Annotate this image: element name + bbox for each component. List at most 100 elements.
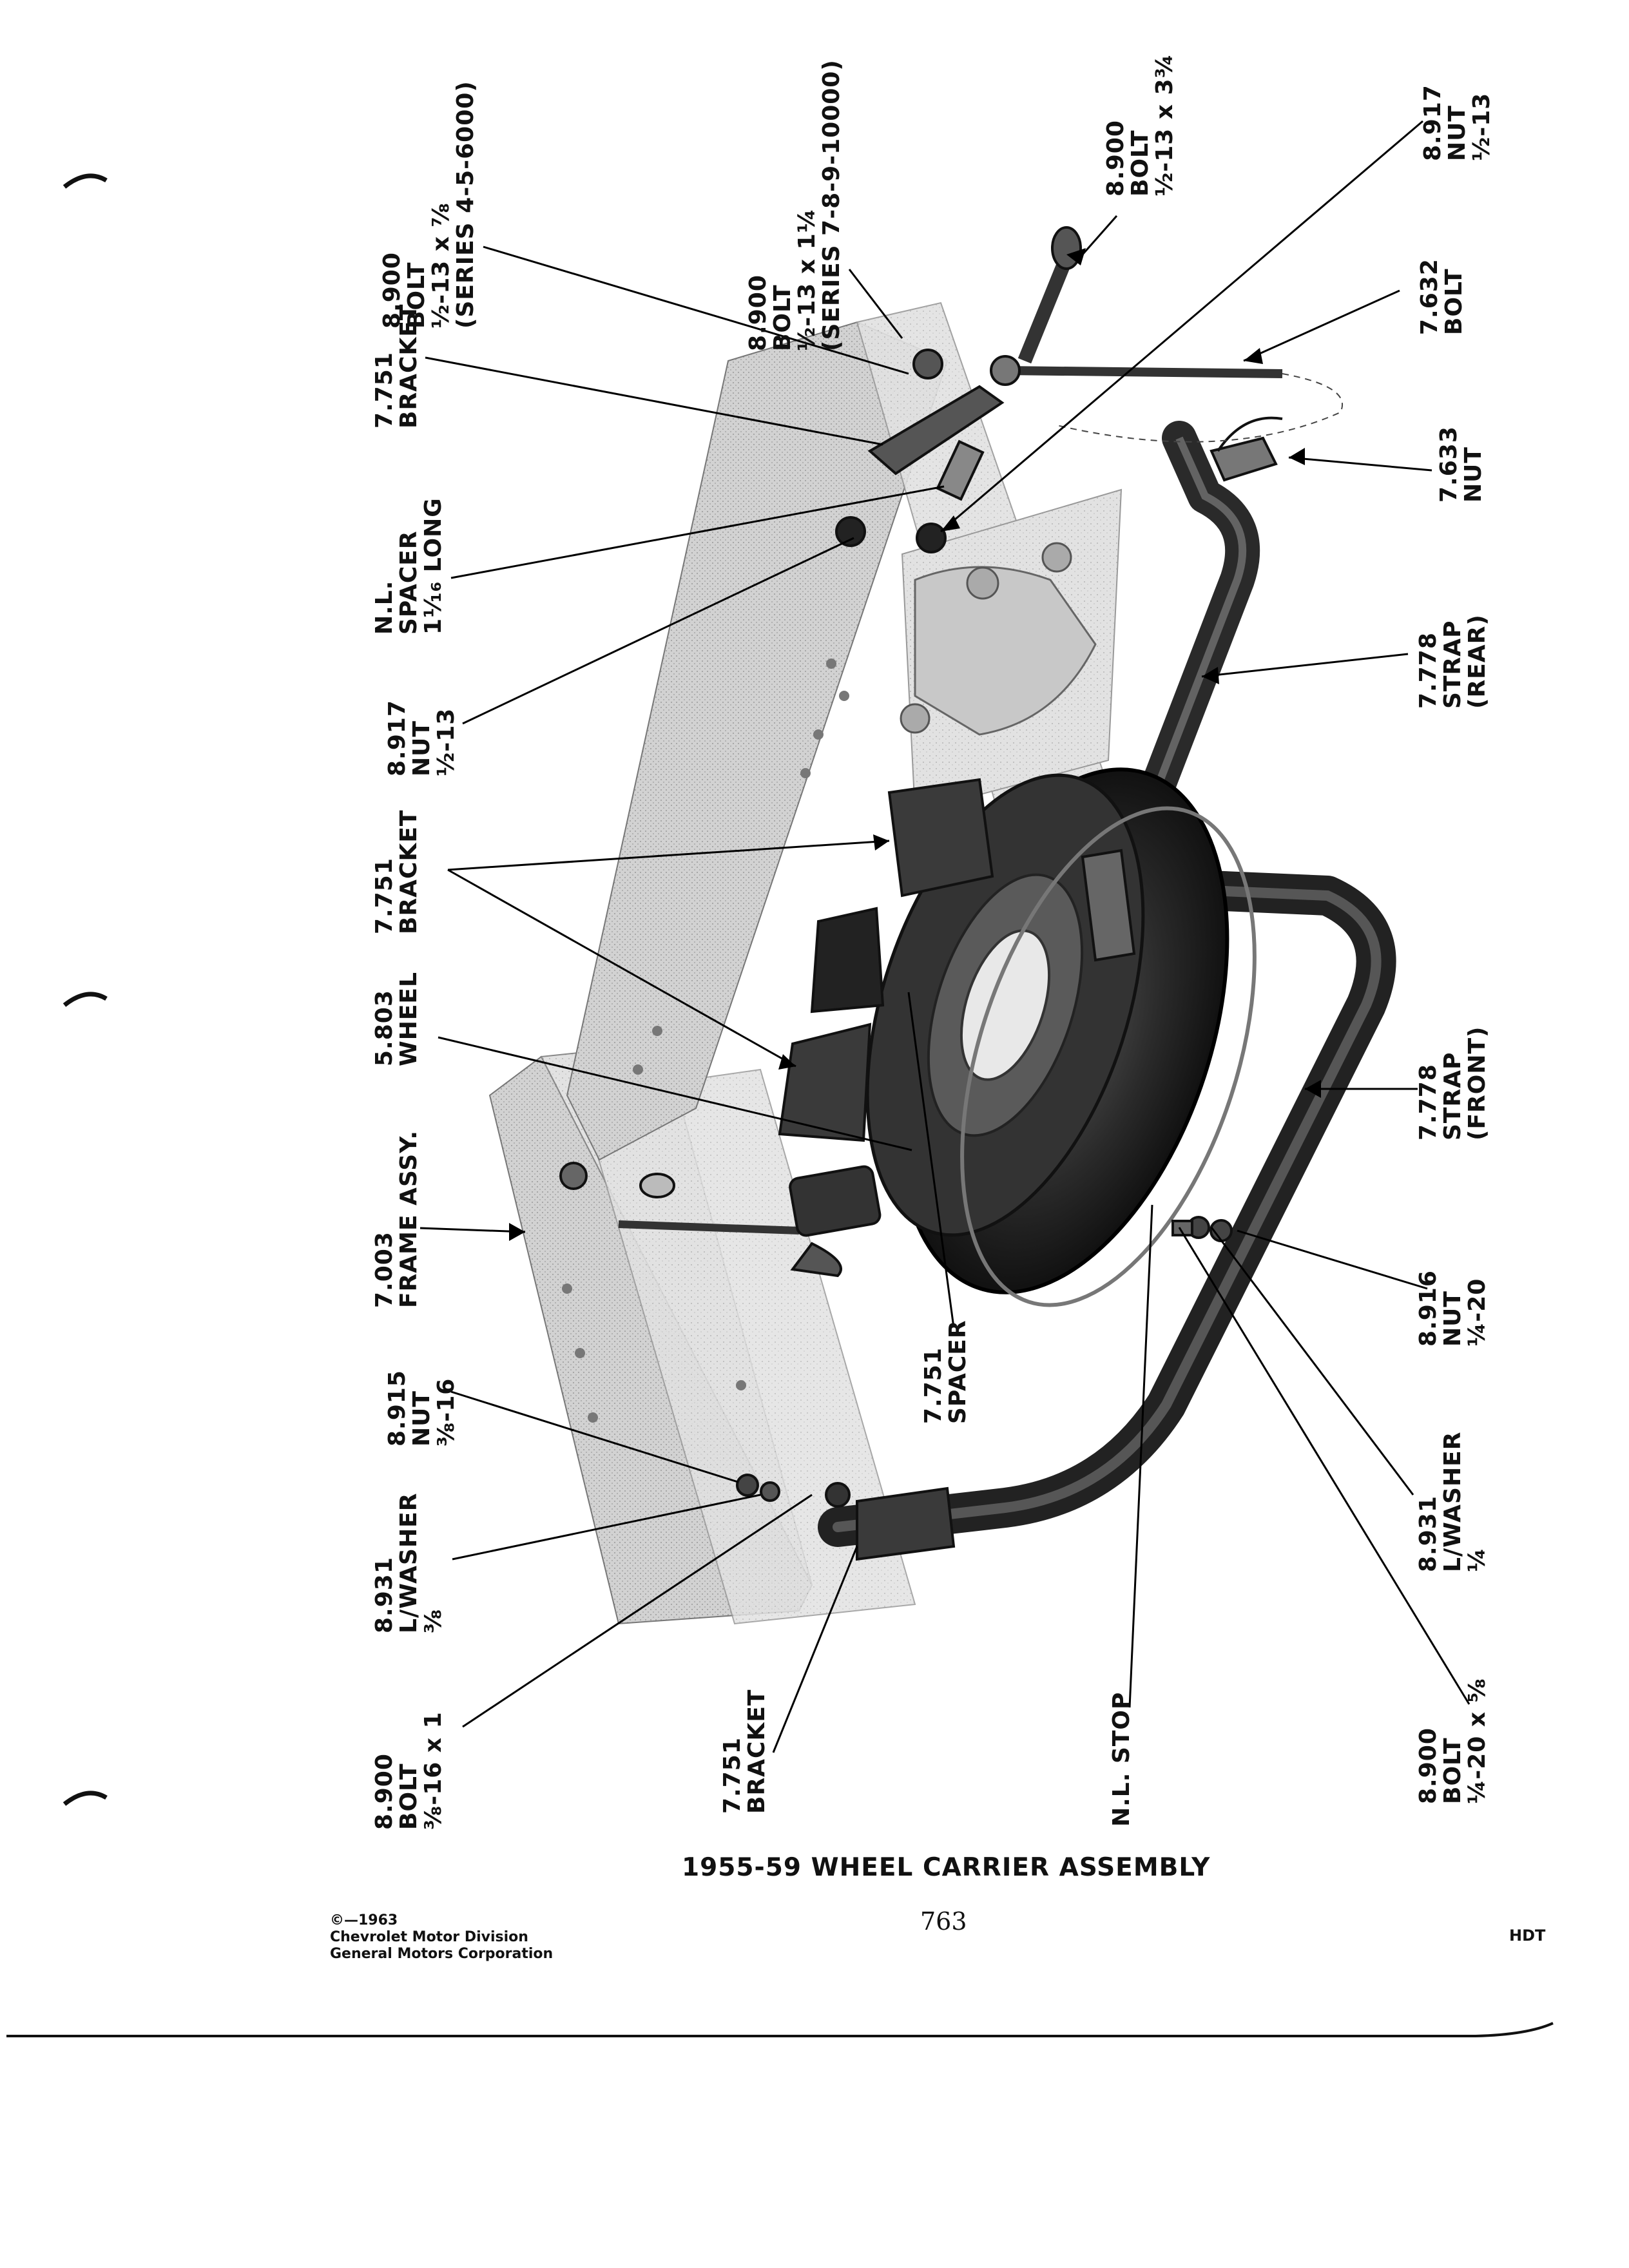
callout-nut-7633: 7.633 NUT — [1436, 426, 1487, 503]
callout-part-size: ½-13 x ⅞ — [428, 202, 454, 329]
callout-bracket-top: 7.751 BRACKET — [371, 303, 422, 429]
callout-strap-rear: 7.778 STRAP (REAR) — [1415, 614, 1490, 709]
callout-part-size: ⅜ — [420, 1608, 447, 1633]
callout-part-name: BRACKET — [396, 303, 422, 429]
callout-part-number: 7.751 — [920, 1347, 947, 1424]
callout-bolt-series-4-5-6000: 8.900 BOLT ½-13 x ⅞ (SERIES 4-5-6000) — [379, 81, 479, 329]
callout-part-number: 8.900 — [1415, 1727, 1441, 1804]
callout-part-number: 8.917 — [384, 700, 410, 776]
callout-part-note: (REAR) — [1464, 614, 1490, 709]
callout-lwasher-quarter: 8.931 L/WASHER ¼ — [1415, 1431, 1490, 1572]
callout-part-number: 8.900 — [379, 252, 405, 329]
callout-part-number: 8.915 — [384, 1370, 410, 1446]
callout-part-note: (SERIES 7-8-9-10000) — [818, 59, 845, 351]
copyright-corporation: General Motors Corporation — [330, 1946, 554, 1962]
callout-part-name: NUT — [1440, 1291, 1466, 1347]
callout-part-name: BOLT — [1441, 268, 1467, 335]
callout-strap-front: 7.778 STRAP (FRONT) — [1415, 1026, 1490, 1140]
callout-part-name: BRACKET — [396, 809, 422, 935]
callout-part-number: 7.633 — [1436, 426, 1462, 503]
callout-part-name: SPACER — [396, 530, 422, 635]
callout-part-note: (SERIES 4-5-6000) — [452, 81, 479, 329]
callout-part-number: 8.900 — [1103, 120, 1129, 197]
callout-part-name: SPACER — [945, 1320, 971, 1424]
callout-part-name: BOLT — [769, 284, 796, 351]
callout-bolt-3-8-16-x-1: 8.900 BOLT ⅜-16 x 1 — [371, 1711, 447, 1830]
callout-part-name: NUT — [1444, 105, 1470, 161]
callout-bolt-series-7-8-9-10000: 8.900 BOLT ½-13 x 1¼ (SERIES 7-8-9-10000… — [745, 59, 845, 351]
callout-bolt-half-13-x-3-3-4: 8.900 BOLT ½-13 x 3¾ — [1103, 53, 1178, 197]
callout-part-number: 7.751 — [371, 858, 398, 934]
callout-bolt-7632: 7.632 BOLT — [1416, 258, 1467, 335]
callout-part-number: N.L. — [371, 580, 398, 635]
callout-part-number: 8.931 — [371, 1557, 398, 1633]
callout-lwasher-3-8: 8.931 L/WASHER ⅜ — [371, 1492, 447, 1633]
callout-part-size: ½-13 x 3¾ — [1152, 53, 1178, 197]
callout-part-name: N.L. STOP — [1108, 1691, 1135, 1827]
bottom-rule — [6, 2022, 1554, 2037]
callout-part-size: ⅜-16 — [433, 1378, 459, 1446]
callout-part-number: 7.778 — [1415, 632, 1441, 709]
callout-part-number: 8.917 — [1420, 84, 1446, 161]
callout-nut-3-8-16: 8.915 NUT ⅜-16 — [384, 1370, 459, 1446]
callout-part-number: 8.900 — [745, 274, 771, 351]
callout-part-name: L/WASHER — [396, 1492, 422, 1633]
callout-part-size: ¼-20 x ⅝ — [1464, 1678, 1490, 1804]
callout-bolt-quarter-20-x-5-8: 8.900 BOLT ¼-20 x ⅝ — [1415, 1678, 1490, 1804]
callout-bracket-middle: 7.751 BRACKET — [371, 809, 422, 935]
callout-part-size: ¼-20 — [1464, 1278, 1490, 1347]
callout-part-number: 8.900 — [371, 1753, 398, 1830]
callout-part-name: NUT — [409, 1390, 435, 1446]
callout-part-name: FRAME ASSY. — [396, 1129, 422, 1308]
callout-part-name: BOLT — [396, 1763, 422, 1830]
copyright-division: Chevrolet Motor Division — [330, 1929, 528, 1945]
callout-part-name: NUT — [409, 720, 435, 776]
callout-part-size: ⅜-16 x 1 — [420, 1711, 447, 1830]
callout-part-name: L/WASHER — [1440, 1431, 1466, 1572]
callout-part-name: BOLT — [1127, 130, 1153, 197]
callout-part-size: ½-13 x 1¼ — [794, 208, 820, 351]
callout-nut-quarter-20: 8.916 NUT ¼-20 — [1415, 1270, 1490, 1347]
callout-part-name: BOLT — [1440, 1737, 1466, 1804]
callout-part-number: 7.632 — [1416, 258, 1443, 335]
callout-frame-assy: 7.003 FRAME ASSY. — [371, 1129, 422, 1308]
callout-part-number: 7.778 — [1415, 1064, 1441, 1140]
top-bolt-assembly — [835, 226, 1344, 553]
callout-part-number: 8.931 — [1415, 1495, 1441, 1572]
callout-part-name: BRACKET — [744, 1689, 770, 1814]
callout-part-size: ½-13 — [433, 707, 459, 776]
page-number: 763 — [920, 1907, 967, 1936]
callout-part-name: WHEEL — [396, 972, 422, 1066]
leader-lines — [419, 120, 1470, 1753]
callout-part-number: 5.803 — [371, 990, 398, 1066]
callout-nut-half-13-left: 8.917 NUT ½-13 — [384, 700, 459, 776]
corner-code: HDT — [1509, 1927, 1546, 1945]
callout-part-name: BOLT — [403, 262, 430, 329]
callout-part-note: (FRONT) — [1464, 1026, 1490, 1140]
page-caption: 1955-59 WHEEL CARRIER ASSEMBLY — [682, 1853, 1211, 1882]
callout-stop-nl: N.L. STOP — [1108, 1691, 1135, 1827]
callout-part-name: STRAP — [1440, 1052, 1466, 1140]
callout-bracket-bottom: 7.751 BRACKET — [719, 1689, 770, 1814]
lower-bolt-assembly — [559, 1162, 1233, 1508]
copyright-block: ©—1963 Chevrolet Motor Division General … — [330, 1912, 553, 1963]
carrier-brackets — [778, 778, 1136, 1561]
callout-part-name: NUT — [1460, 447, 1487, 503]
leader-arrowheads — [509, 248, 1321, 1241]
callout-part-size: ¼ — [1464, 1547, 1490, 1572]
callout-part-name: STRAP — [1440, 620, 1466, 709]
callout-part-size: ½-13 — [1469, 92, 1495, 161]
callout-part-number: 7.751 — [719, 1737, 746, 1814]
callout-part-number: 8.916 — [1415, 1270, 1441, 1347]
margin-punch-marks — [63, 173, 108, 1806]
callout-nut-half-13-top-right: 8.917 NUT ½-13 — [1420, 84, 1495, 161]
spare-wheel — [865, 767, 1257, 1307]
callout-part-size: 1¹⁄₁₆ LONG — [420, 497, 447, 635]
copyright-year: ©—1963 — [330, 1912, 398, 1928]
callout-spacer-nl: N.L. SPACER 1¹⁄₁₆ LONG — [371, 497, 447, 635]
callout-part-number: 7.003 — [371, 1231, 398, 1308]
callout-part-number: 7.751 — [371, 352, 398, 428]
callout-wheel: 5.803 WHEEL — [371, 972, 422, 1066]
